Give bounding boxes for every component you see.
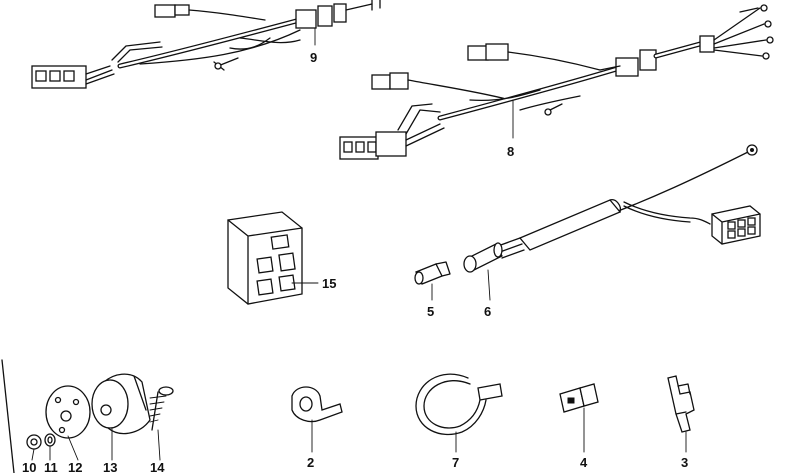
callout-12: 12 <box>68 460 82 473</box>
callout-15: 15 <box>322 276 336 291</box>
cable-clip-2 <box>291 386 343 453</box>
callout-11: 11 <box>44 460 58 473</box>
cable-strap-7 <box>415 373 503 453</box>
callout-9: 9 <box>310 50 317 65</box>
cable-assembly-6 <box>414 144 761 301</box>
callout-2: 2 <box>307 455 314 470</box>
callout-4: 4 <box>580 455 588 470</box>
callout-3: 3 <box>681 455 688 470</box>
callout-14: 14 <box>150 460 165 473</box>
mounting-kit-10-14 <box>26 373 174 461</box>
callout-13: 13 <box>103 460 117 473</box>
callout-8: 8 <box>507 144 514 159</box>
wiring-harness-8 <box>339 4 774 160</box>
spring-clip-3 <box>667 375 695 453</box>
relay-socket-15 <box>227 211 319 305</box>
callout-6: 6 <box>484 304 491 319</box>
callout-7: 7 <box>452 455 459 470</box>
connector-4 <box>559 383 599 453</box>
wiring-harness-9 <box>31 0 381 89</box>
callout-5: 5 <box>427 304 434 319</box>
frame-line <box>1 359 15 473</box>
callout-10: 10 <box>22 460 36 473</box>
